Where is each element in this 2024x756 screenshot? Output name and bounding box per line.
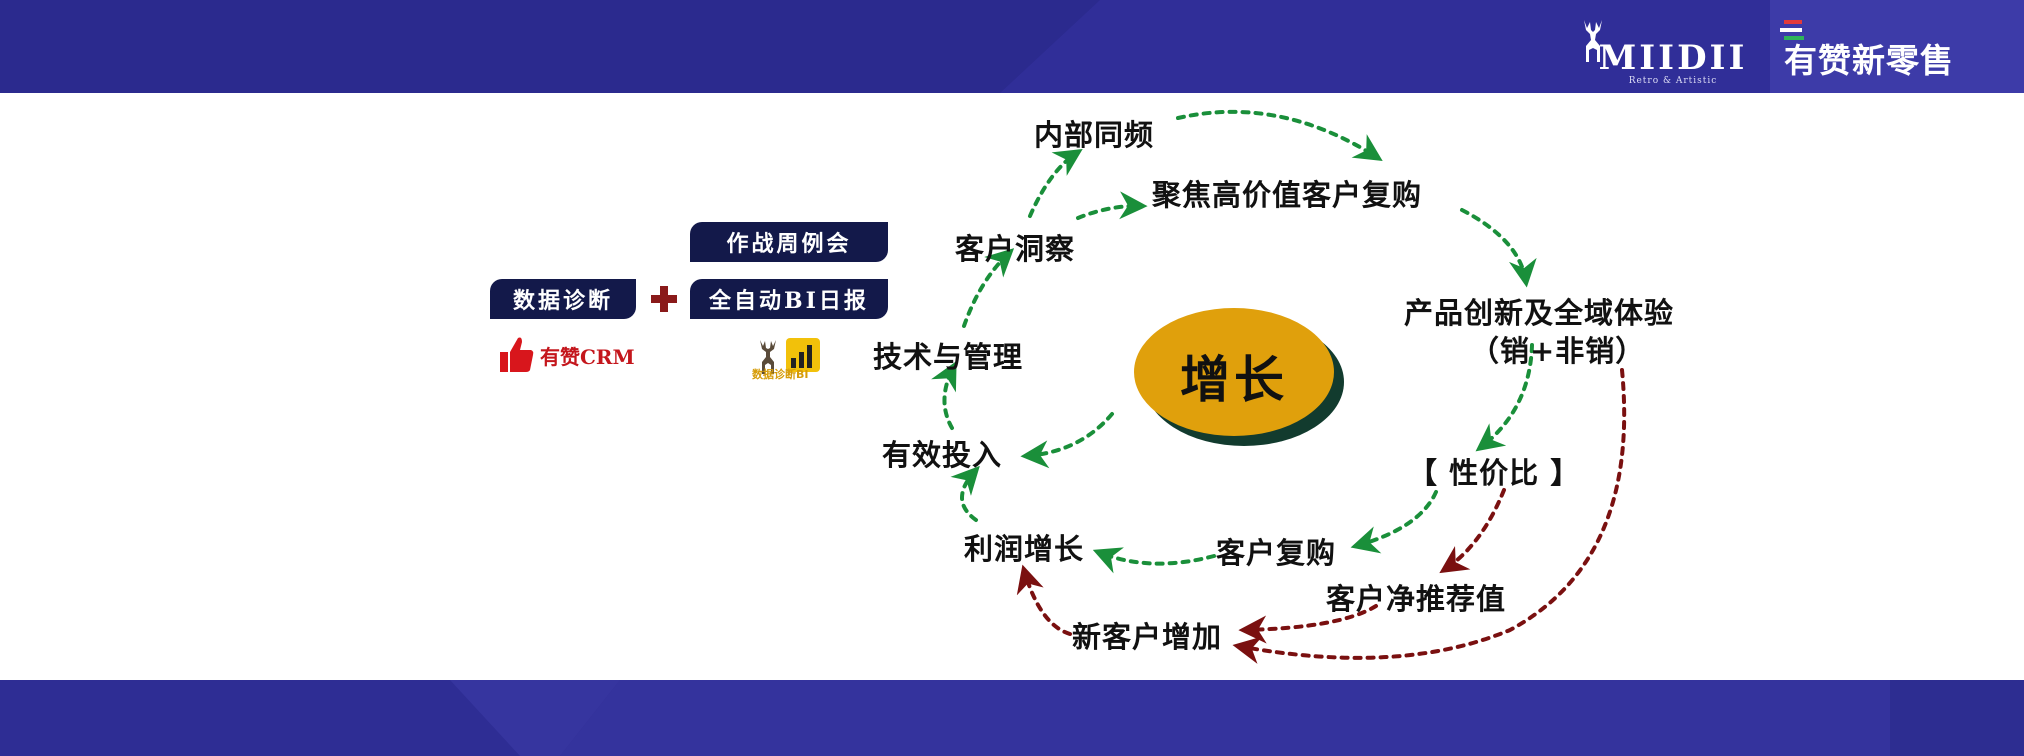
footer-decor <box>450 680 2024 756</box>
node-effective-input: 有效投入 <box>882 438 1003 472</box>
footer-band <box>0 680 2024 756</box>
arrow-input-to-tech <box>931 361 957 430</box>
arrow-repurchase-to-profit <box>1092 547 1216 574</box>
growth-center: 增长 <box>1134 304 1348 452</box>
arrow-new-to-profit <box>1016 564 1072 636</box>
node-customer-repurchase: 客户复购 <box>1216 536 1337 570</box>
thumbs-up-icon <box>500 337 534 372</box>
youzan-wordmark: 有赞新零售 <box>1784 41 1954 80</box>
bi-logo-icon <box>760 338 820 374</box>
node-price-performance: 【 性价比 】 <box>1408 456 1581 490</box>
node-product-innovation: 产品创新及全域体验 <box>1404 296 1675 330</box>
node-product-innovation-sub: （销+非销） <box>1470 334 1646 368</box>
growth-ellipse <box>1134 308 1344 446</box>
arrow-insight-to-internal <box>1028 148 1083 218</box>
arrow-product-to-price <box>1475 343 1534 452</box>
arrow-price-to-nps <box>1439 488 1506 574</box>
plus-icon <box>651 286 677 312</box>
bi-label: 数据诊断BI <box>752 368 809 381</box>
arrow-internal-to-focus <box>1176 109 1383 162</box>
data-diagnosis-tag: 数据诊断 <box>490 279 636 319</box>
node-profit-growth: 利润增长 <box>964 532 1085 566</box>
miidii-tagline: Retro & Artistic <box>1628 76 1718 86</box>
arrow-focus-to-product <box>1460 208 1537 288</box>
node-nps: 客户净推荐值 <box>1326 582 1507 616</box>
youzan-logo: 有赞新零售 <box>1780 18 1980 88</box>
node-new-customer: 新客户增加 <box>1072 620 1223 654</box>
arrow-nps-to-new <box>1238 604 1378 644</box>
miidii-wordmark: MIIDII <box>1598 38 1748 78</box>
crm-label: 有赞CRM <box>540 344 635 369</box>
node-tech-management: 技术与管理 <box>873 340 1024 374</box>
auto-bi-report-tag: 全自动BI日报 <box>690 279 888 319</box>
arrow-product-to-new <box>1232 368 1627 664</box>
youzan-stripes-icon <box>1780 20 1804 40</box>
arrow-center-to-input <box>1020 412 1114 469</box>
header-decor <box>1000 0 2024 93</box>
miidii-logo: MIIDII Retro & Artistic <box>1578 18 1768 88</box>
node-customer-insight: 客户洞察 <box>955 232 1076 266</box>
arrow-tech-to-insight <box>962 248 1015 328</box>
weekly-meeting-tag: 作战周例会 <box>690 222 888 262</box>
arrow-insight-to-focus <box>1076 191 1148 220</box>
node-focus-high-value: 聚焦高价值客户复购 <box>1152 178 1423 212</box>
arrow-price-to-repurchase <box>1350 490 1438 554</box>
deer-icon <box>1584 20 1602 62</box>
header-band: MIIDII Retro & Artistic 有赞新零售 <box>0 0 2024 93</box>
node-internal-sync: 内部同频 <box>1034 118 1155 152</box>
growth-label: 增长 <box>1180 350 1288 409</box>
youzan-crm-logo: 有赞CRM <box>500 336 635 374</box>
arrow-profit-to-input <box>950 465 980 522</box>
